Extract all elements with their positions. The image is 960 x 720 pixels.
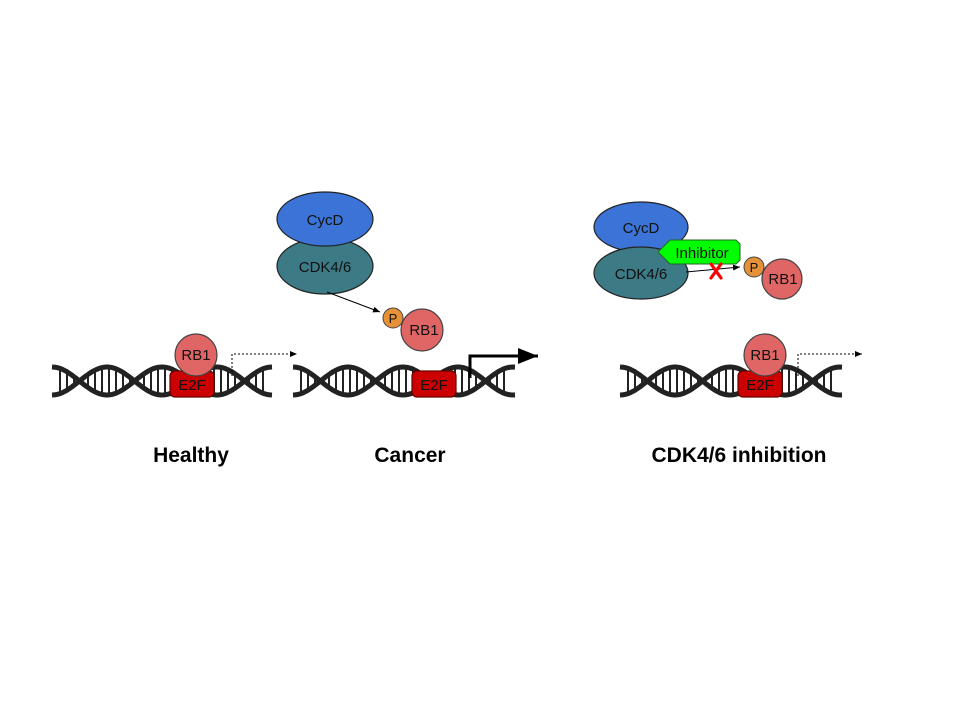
- dna-helix-cancer: [292, 364, 516, 398]
- cdk46-label: CDK4/6: [615, 266, 668, 283]
- rb1-label: RB1: [750, 347, 779, 364]
- inhibitor-molecule: Inhibitor: [657, 239, 741, 265]
- phosphate-label: P: [389, 311, 398, 326]
- cdk46-label: CDK4/6: [299, 259, 352, 276]
- inhibitor-label: Inhibitor: [675, 245, 728, 262]
- rb1-protein-bound: RB1: [743, 333, 787, 377]
- e2f-box: E2F: [411, 370, 457, 398]
- cycd-label: CycD: [623, 220, 660, 237]
- cycd-label: CycD: [307, 212, 344, 229]
- active-transcription-arrow: [468, 348, 538, 378]
- e2f-box: E2F: [737, 370, 783, 398]
- weak-transcription-arrow: [231, 351, 297, 376]
- cdk46-protein: CDK4/6: [593, 246, 689, 300]
- rb1-label: RB1: [409, 322, 438, 339]
- cancer-caption: Cancer: [374, 444, 445, 467]
- phosphate-label: P: [750, 260, 759, 275]
- rb1-protein-free: RB1: [761, 258, 803, 300]
- cycd-protein: CycD: [276, 191, 374, 247]
- e2f-box: E2F: [169, 370, 215, 398]
- cancer-panel: CDK4/6 CycD RB1 P E2F Cancer: [276, 191, 538, 467]
- cdk46-protein: CDK4/6: [276, 237, 374, 295]
- phosphate-group: P: [382, 307, 404, 329]
- healthy-caption: Healthy: [153, 444, 229, 467]
- phosphorylation-arrow: [326, 291, 381, 313]
- rb1-protein: RB1: [400, 308, 444, 352]
- healthy-panel: E2F RB1 Healthy: [153, 333, 297, 467]
- rb1-label: RB1: [181, 347, 210, 364]
- inhibition-panel: CycD CDK4/6 Inhibitor RB1 P E2F: [593, 201, 862, 467]
- e2f-label: E2F: [420, 377, 448, 394]
- rb1-label: RB1: [768, 271, 797, 288]
- block-x-icon: [709, 262, 723, 280]
- dna-helix-healthy: [51, 364, 273, 398]
- inhibition-caption: CDK4/6 inhibition: [652, 444, 827, 467]
- dna-helix-inhibition: [619, 364, 843, 398]
- e2f-label: E2F: [746, 377, 774, 394]
- e2f-label: E2F: [178, 377, 206, 394]
- weak-transcription-arrow: [797, 351, 862, 376]
- rb1-protein: RB1: [174, 333, 218, 377]
- phosphate-group: P: [743, 256, 765, 278]
